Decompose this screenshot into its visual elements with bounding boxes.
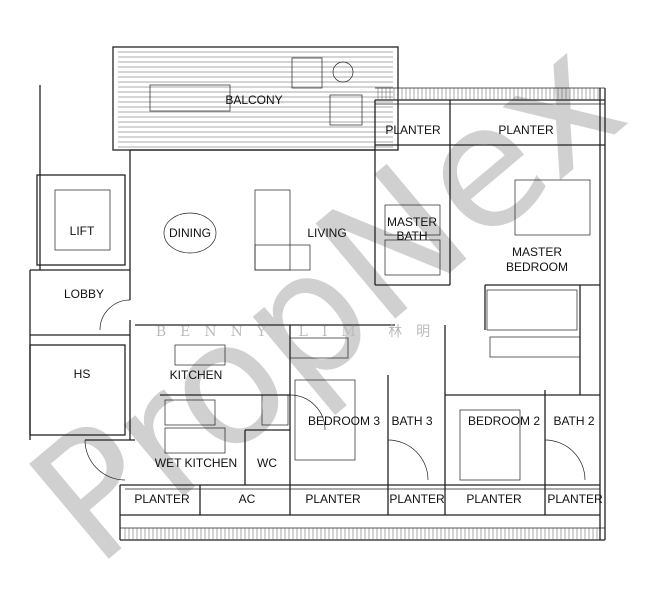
label-dining: DINING [169,226,211,240]
label-ac: AC [239,492,256,506]
room-labels: BALCONY PLANTER PLANTER LIFT LOBBY HS DI… [64,93,603,506]
label-wet-kitchen: WET KITCHEN [155,456,237,470]
balcony-area [112,46,399,151]
label-bedroom-2: BEDROOM 2 [468,414,540,428]
label-planter: PLANTER [385,123,441,137]
small-watermark: BENNY LIM 林明 [156,324,444,340]
label-planter: PLANTER [547,492,603,506]
label-bedroom-3: BEDROOM 3 [308,414,380,428]
walls [29,85,605,541]
label-bath-2: BATH 2 [553,414,594,428]
household-shelter [29,344,126,436]
label-living: LIVING [307,226,346,240]
label-wc: WC [257,456,277,470]
top-planter-strip [375,87,606,540]
label-master-bath: BATH [396,229,427,243]
label-planter: PLANTER [389,492,445,506]
label-lift: LIFT [70,224,95,238]
label-kitchen: KITCHEN [170,368,223,382]
label-planter: PLANTER [134,492,190,506]
label-planter: PLANTER [305,492,361,506]
label-bath-3: BATH 3 [391,414,432,428]
label-lobby: LOBBY [64,287,104,301]
furniture [163,179,591,481]
label-balcony: BALCONY [225,93,282,107]
lift-shaft [36,174,126,266]
label-hs: HS [74,367,91,381]
label-master-bedroom: MASTER [512,245,562,259]
label-master-bedroom: BEDROOM [506,260,568,274]
label-master-bath: MASTER [387,215,437,229]
label-planter: PLANTER [498,123,554,137]
label-planter: PLANTER [466,492,522,506]
